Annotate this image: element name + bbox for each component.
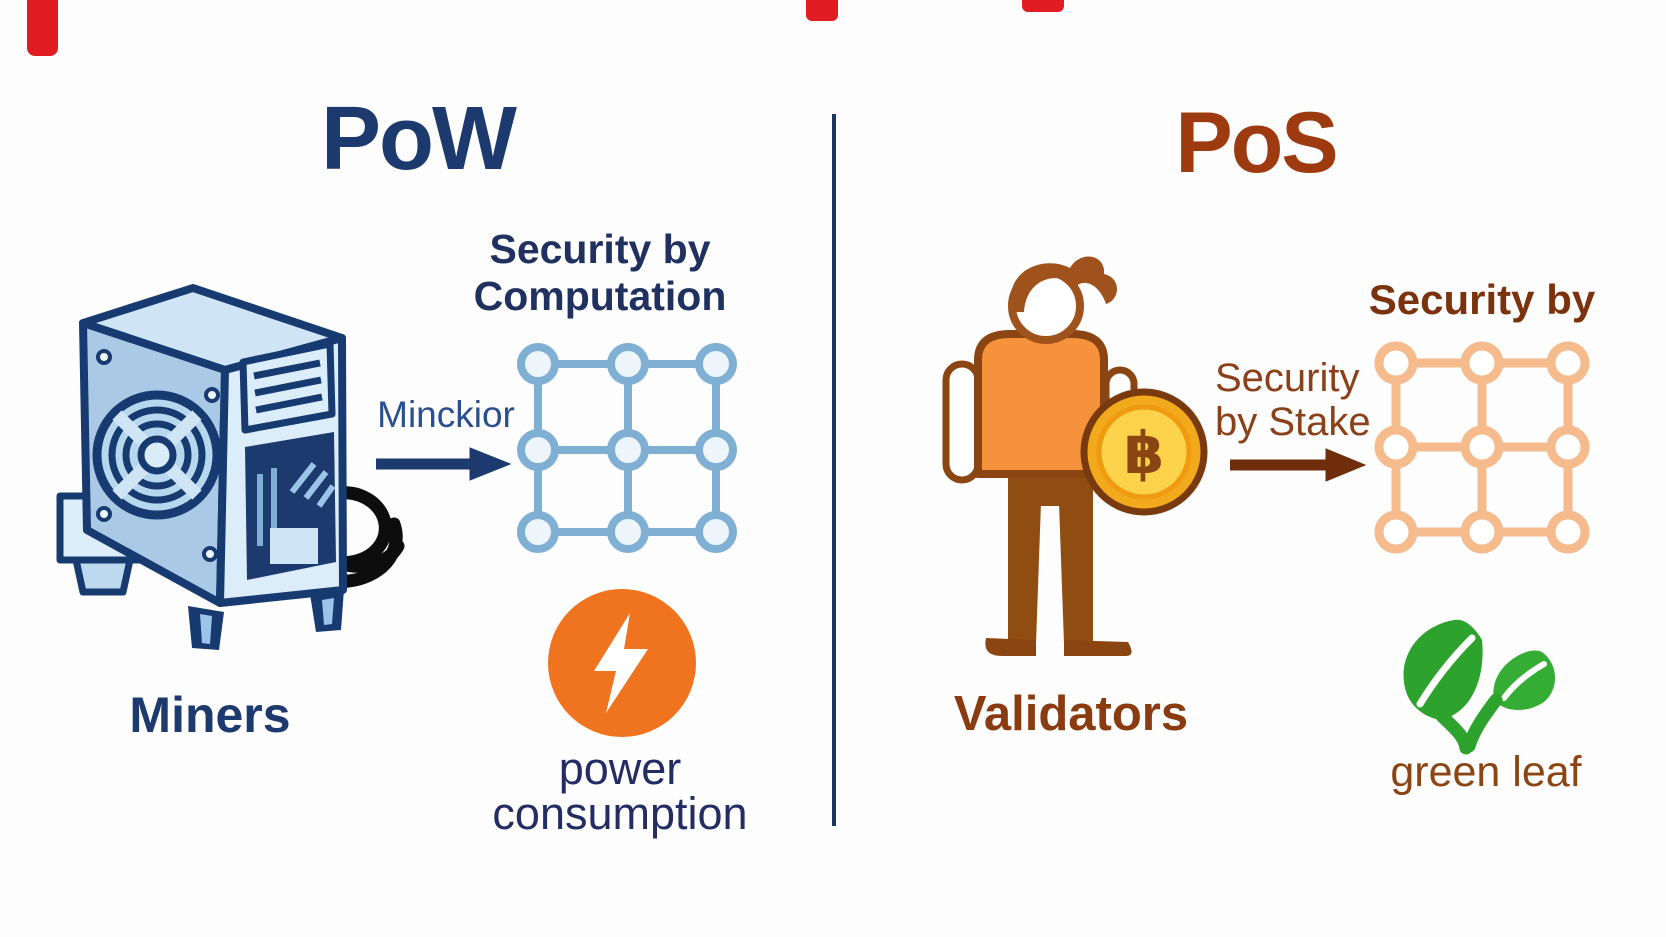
person-hair xyxy=(1010,256,1117,312)
pow-arrow-label: Minckior xyxy=(377,394,515,435)
pos-arrow-label: Security by Stake xyxy=(1215,356,1371,444)
pow-arrow-right-icon xyxy=(376,447,512,481)
pos-validators-label: Validators xyxy=(953,687,1189,741)
pos-title: PoS xyxy=(1175,95,1338,191)
pow-miners-label: Miners xyxy=(129,687,291,743)
vent-grille xyxy=(239,340,336,434)
fan-icon xyxy=(92,390,222,520)
leaf-icon xyxy=(1403,619,1556,755)
red-marker xyxy=(806,0,838,21)
red-marker xyxy=(27,0,58,56)
pow-title: PoW xyxy=(321,89,517,189)
validator-person-icon: ฿ xyxy=(942,256,1208,656)
red-marker xyxy=(1022,0,1064,12)
pos-network-grid-icon xyxy=(1374,341,1590,554)
pos-arrow-right-icon xyxy=(1230,448,1367,482)
pow-energy-caption: power consumption xyxy=(492,746,747,836)
mining-rig-icon xyxy=(56,284,405,650)
lightning-icon xyxy=(548,589,696,737)
person-legs xyxy=(985,474,1132,656)
pow-network-grid-icon xyxy=(517,343,737,553)
pos-security-heading: Security by xyxy=(1368,276,1596,323)
pow-security-heading: Security by Computation xyxy=(474,226,727,320)
pow-energy-caption-line2: consumption xyxy=(492,788,748,839)
bitcoin-symbol: ฿ xyxy=(1124,419,1164,487)
pow-energy-caption-line1: power xyxy=(558,743,682,794)
pow-security-heading-line1: Security by xyxy=(489,226,711,272)
pos-arrow-label-line2: by Stake xyxy=(1215,400,1371,444)
circuit-panel xyxy=(245,432,336,580)
pos-arrow-label-line1: Security xyxy=(1215,356,1360,400)
section-divider xyxy=(832,114,836,826)
pos-eco-caption: green leaf xyxy=(1390,748,1582,796)
coin-icon: ฿ xyxy=(1080,388,1208,516)
pow-security-heading-line2: Computation xyxy=(473,273,727,319)
